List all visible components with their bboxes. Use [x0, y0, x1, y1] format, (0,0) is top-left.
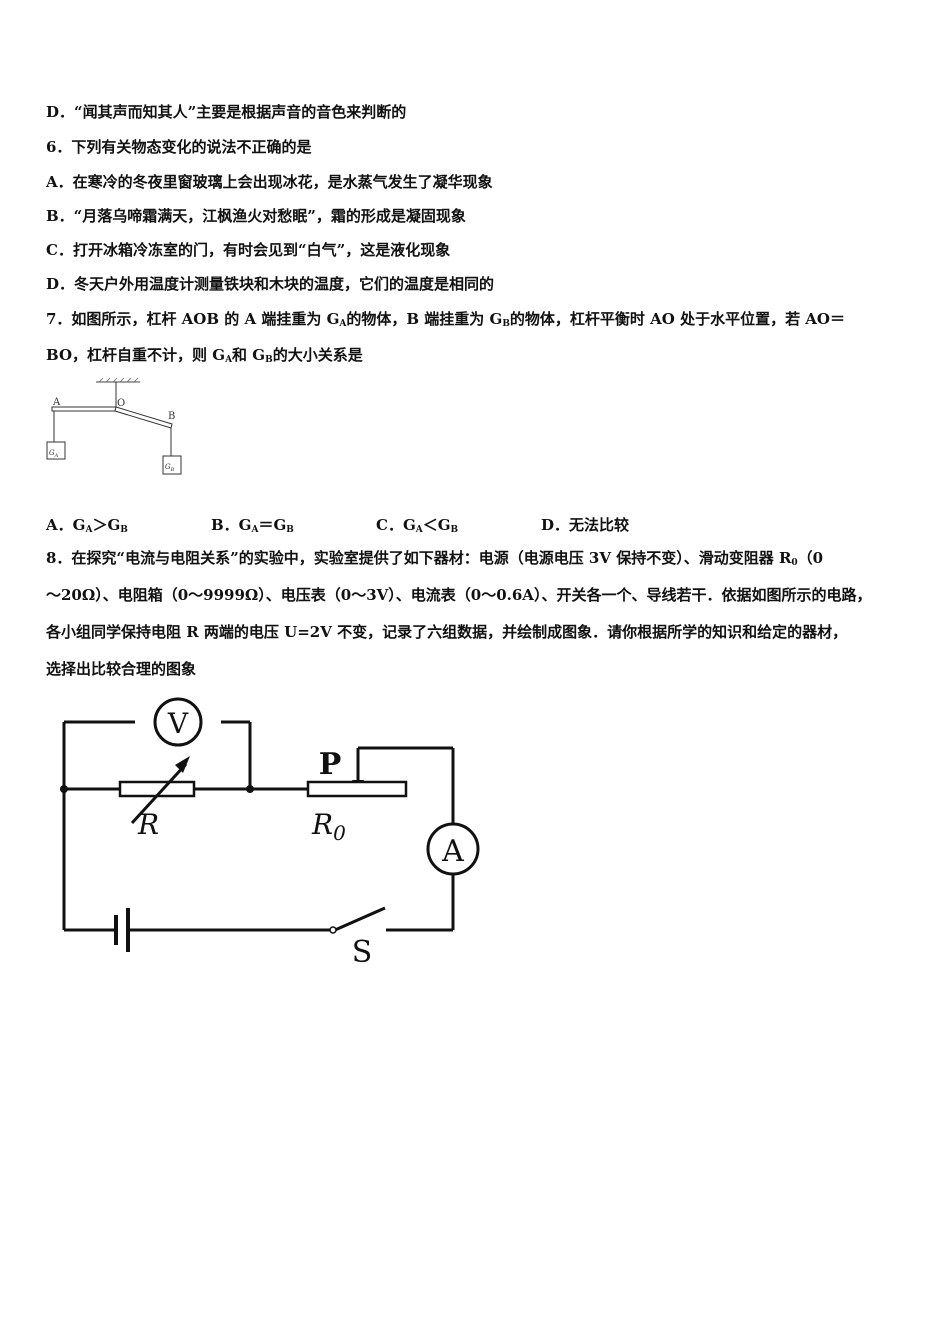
- voltmeter: [153, 697, 203, 747]
- q7-option-b: B．GA＝GB: [211, 516, 294, 535]
- switch-label: S: [352, 935, 373, 970]
- q7-stem-line1: 7．如图所示，杠杆 AOB 的 A 端挂重为 GA的物体，B 端挂重为 GB的物…: [46, 310, 845, 329]
- ammeter-label: A: [441, 834, 464, 869]
- svg-text:GA: GA: [49, 449, 59, 459]
- rheostat-box: [306, 780, 408, 798]
- lever-label-o: O: [117, 398, 125, 409]
- lever-label-a: A: [52, 397, 61, 408]
- q7-option-c: C．GA＜GB: [376, 516, 459, 535]
- q7-stem-line2: BO，杠杆自重不计，则 GA和 GB的大小关系是: [46, 346, 363, 365]
- resistor-label: R: [137, 808, 159, 841]
- q8-stem-line2: ～20Ω）、电阻箱（0～9999Ω）、电压表（0～3V）、电流表（0～0.6A）…: [46, 586, 872, 604]
- ammeter: [426, 822, 480, 876]
- q5-option-d: D．“闻其声而知其人”主要是根据声音的音色来判断的: [46, 103, 407, 121]
- slider-label: P: [319, 747, 342, 782]
- svg-text:GB: GB: [165, 463, 175, 473]
- weight-a-block: [46, 441, 66, 460]
- q7-option-a: A．GA＞GB: [46, 516, 128, 535]
- q7-option-d: D．无法比较: [541, 516, 630, 534]
- voltmeter-label: V: [167, 707, 189, 740]
- q6-option-c: C．打开冰箱冷冻室的门，有时会见到“白气”，这是液化现象: [46, 241, 451, 259]
- q8-stem-line4: 选择出比较合理的图象: [46, 660, 197, 678]
- q8-stem-line3: 各小组同学保持电阻 R 两端的电压 U=2V 不变，记录了六组数据，并绘制成图象…: [46, 623, 848, 641]
- lever-label-b: B: [168, 411, 175, 422]
- weight-b-block: [162, 455, 182, 475]
- q6-stem: 6．下列有关物态变化的说法不正确的是: [46, 138, 312, 156]
- circuit-diagram: V A P R R0 S: [60, 697, 480, 970]
- q8-stem-line1: 8．在探究“电流与电阻关系”的实验中，实验室提供了如下器材：电源（电源电压 3V…: [46, 549, 824, 568]
- rheostat-label: R0: [311, 808, 346, 845]
- q6-option-d: D．冬天户外用温度计测量铁块和木块的温度，它们的温度是相同的: [46, 275, 495, 293]
- q6-option-b: B．“月落乌啼霜满天，江枫渔火对愁眠”，霜的形成是凝固现象: [46, 207, 466, 225]
- q6-option-a: A．在寒冷的冬夜里窗玻璃上会出现冰花，是水蒸气发生了凝华现象: [46, 173, 493, 191]
- lever-figure: A O B GA GB: [46, 377, 182, 475]
